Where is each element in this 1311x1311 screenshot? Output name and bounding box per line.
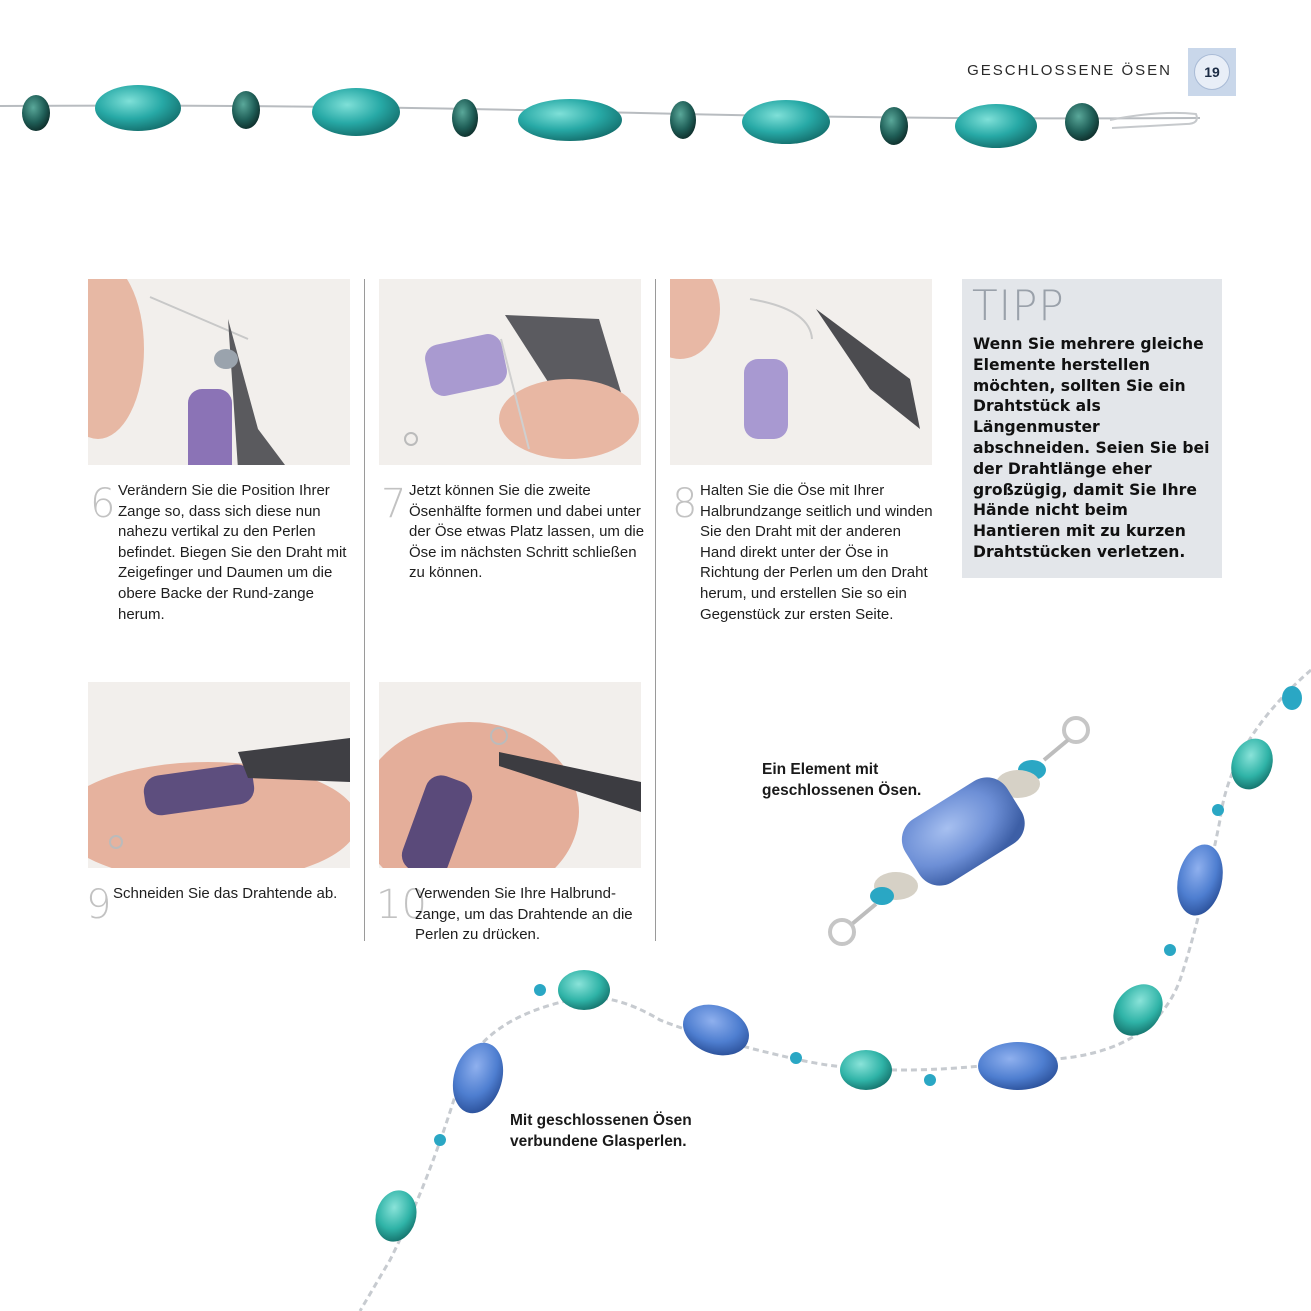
page-number: 19 [1194,54,1230,90]
step-9-text: Schneiden Sie das Drahtende ab. [113,885,338,902]
step-8-number: 8 [672,481,698,527]
step-9-photo [88,682,350,868]
step-8-text: Halten Sie die Öse mit Ihrer Halbrundzan… [700,482,933,623]
turquoise-bracelet-photo [0,85,1201,148]
element-caption: Ein Element mit geschlossenen Ösen. [762,761,922,799]
step-7-number: 7 [381,481,407,527]
step-6-text: Verändern Sie die Position Ihrer Zange s… [118,482,347,623]
running-head: GESCHLOSSENE ÖSEN [967,62,1172,79]
step-8-photo [670,279,932,465]
glass-bead-necklace-photo [358,668,1311,1311]
step-10-number: 10 [376,882,427,928]
step-7-photo [379,279,641,465]
necklace-caption: Mit geschlossenen Ösen verbundene Glaspe… [510,1112,692,1150]
step-10-text: Verwenden Sie Ihre Halbrund-zange, um da… [415,885,633,944]
single-element-photo [828,716,1090,946]
tip-text: Wenn Sie mehrere gleiche Elemente herste… [973,335,1210,561]
step-9-number: 9 [86,882,112,928]
step-7-text: Jetzt können Sie die zweite Ösenhälfte f… [409,482,645,582]
step-6-number: 6 [90,481,116,527]
step-6-photo [88,279,350,465]
column-divider [655,279,656,941]
tip-box: TIPP Wenn Sie mehrere gleiche Elemente h… [962,279,1222,578]
column-divider [364,279,365,941]
page-number-badge: 19 [1188,48,1236,96]
tip-title: TIPP [972,281,1065,330]
step-10-photo [379,682,641,868]
